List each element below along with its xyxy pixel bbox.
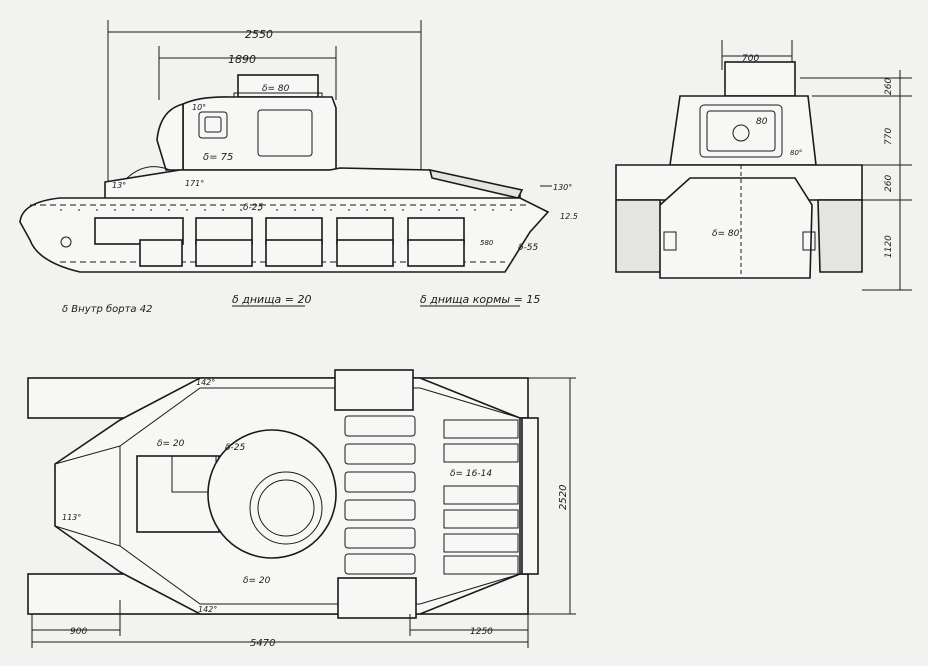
label-engine-deck: δ= 16-14	[450, 469, 492, 479]
dim-front: 900	[70, 627, 87, 637]
angle-b: 113°	[62, 513, 81, 522]
angle-turret: 10°	[192, 103, 206, 112]
dim-h1: 260	[884, 78, 894, 95]
label-turret-top: δ-25	[225, 443, 245, 453]
label-hull-front: δ= 80	[712, 229, 740, 239]
dim-turret: 1890	[228, 53, 256, 66]
note-floor: δ днища = 20	[232, 293, 311, 306]
front-view: 700 80 80° δ= 80 260 770 260 1120	[615, 40, 912, 291]
note-floor-rear: δ днища кормы = 15	[420, 293, 540, 306]
dim-rear: 1250	[470, 627, 493, 637]
label-rear-plate: δ-55	[518, 243, 538, 253]
top-view: δ= 20 δ-25 δ= 20 δ= 16-14 142° 113°	[27, 369, 576, 649]
label-turret-face: 80	[756, 117, 768, 127]
dim-h3: 260	[884, 175, 894, 192]
dim-overall: 2550	[245, 28, 273, 41]
label-turret-roof: δ= 80	[262, 84, 290, 94]
label-turret-side: δ= 75	[203, 152, 233, 163]
deck-grilles	[344, 415, 519, 575]
label-deck: δ-25	[243, 203, 263, 213]
rear-value: 12.5	[560, 212, 578, 221]
dim-rear: 580	[480, 239, 494, 247]
side-view: 2550 1890 δ= 80 δ= 75 10° 171° 13° δ-25	[19, 20, 578, 315]
dim-cupola: 700	[742, 54, 759, 64]
dim-width: 2520	[558, 485, 569, 510]
dim-h2: 770	[884, 128, 894, 145]
angle-a: 142°	[196, 378, 215, 387]
angle-glacis: 171°	[185, 179, 204, 188]
angle-rear: 130°	[553, 183, 572, 192]
angle-turret-front: 80°	[790, 149, 802, 157]
dim-length: 5470	[250, 638, 275, 649]
label-plate-rear: δ= 20	[243, 576, 271, 586]
angle-c: 142°	[198, 605, 217, 614]
note-inner-side: δ Внутр борта 42	[62, 303, 152, 315]
label-plate-front: δ= 20	[157, 439, 185, 449]
dim-h4: 1120	[884, 235, 894, 258]
angle-front: 13°	[112, 181, 126, 190]
